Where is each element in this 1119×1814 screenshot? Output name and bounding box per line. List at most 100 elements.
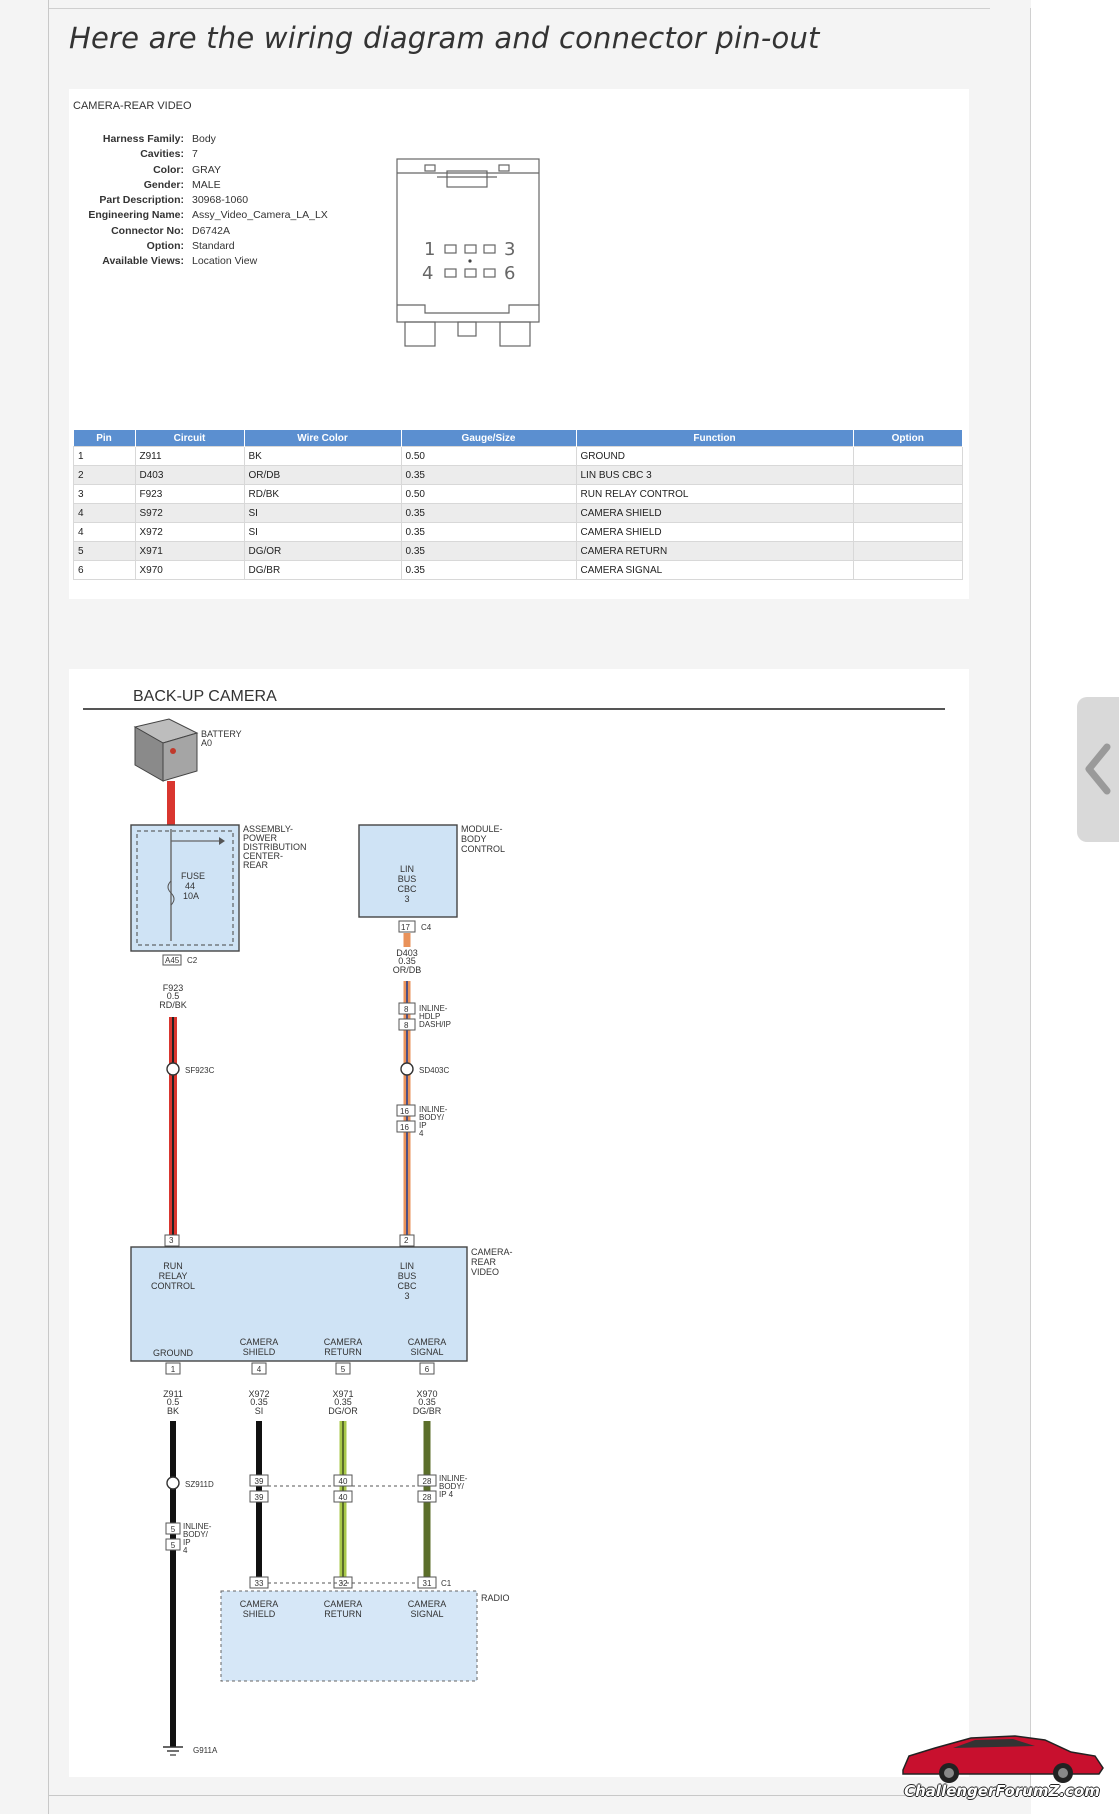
pdc-pin: A45: [165, 956, 180, 965]
pin-box: [396, 1120, 416, 1133]
radio-connector: C1: [441, 1579, 452, 1588]
fuse-rating: 10A: [183, 891, 199, 901]
splice-icon: [400, 1062, 414, 1076]
info-label: Available Views:: [102, 255, 184, 268]
splice-label: SF923C: [185, 1066, 215, 1075]
camera-label: REAR: [471, 1257, 497, 1267]
pin-box: [399, 1234, 415, 1247]
info-value: Body: [192, 133, 216, 145]
cell-pin: 6: [73, 560, 136, 580]
inline-label: DASH/IP: [419, 1020, 451, 1029]
camera-inner-label: 3: [404, 1291, 409, 1301]
inline-pin: 39: [255, 1493, 264, 1502]
pin-box: [417, 1576, 437, 1589]
camera-label: CAMERA-: [471, 1247, 513, 1257]
info-value: 7: [192, 148, 198, 161]
info-value: Location View: [192, 255, 258, 268]
inline-pin: 39: [255, 1477, 264, 1486]
camera-inner-label: CAMERA: [408, 1337, 447, 1347]
pin-box: [417, 1490, 437, 1503]
ground-label: G911A: [193, 1746, 218, 1755]
wire-id: X970: [416, 1389, 437, 1399]
cell-function: LIN BUS CBC 3: [575, 465, 854, 485]
cell-pin: 4: [73, 522, 136, 542]
cell-circuit: Z911: [134, 446, 245, 466]
camera-pin: 2: [404, 1236, 409, 1245]
cell-wire: DG/OR: [243, 541, 402, 561]
right-column: [990, 8, 1031, 1794]
outer-margin: [1031, 0, 1119, 1814]
radio-inner-label: SHIELD: [243, 1609, 276, 1619]
post-heading: Here are the wiring diagram and connecto…: [69, 21, 820, 55]
page-left-rule: [48, 0, 49, 1814]
radio-inner-label: CAMERA: [408, 1599, 447, 1609]
inline-pin: 16: [400, 1123, 409, 1132]
fuse-icon: [167, 880, 175, 906]
connector-info-list: Harness Family:Body Cavities:7 Color:GRA…: [73, 132, 328, 270]
wire-id: X972: [248, 1389, 269, 1399]
info-row: Harness Family:Body: [73, 132, 328, 147]
pin-box: [396, 1104, 416, 1117]
pdc-label: POWER: [243, 833, 278, 843]
cell-wire: DG/BR: [243, 560, 402, 580]
connector-face-drawing: 1 3 4 6: [396, 158, 540, 347]
cell-option: [852, 541, 963, 561]
radio-pin: 31: [423, 1579, 432, 1588]
chevron-left-icon[interactable]: [1077, 697, 1119, 842]
col-header: Wire Color: [244, 430, 402, 447]
cell-function: CAMERA SHIELD: [575, 503, 854, 523]
pin-box: [398, 1002, 416, 1015]
inline-label: 4: [183, 1546, 188, 1555]
inline-pin: 8: [404, 1021, 409, 1030]
col-header: Pin: [73, 430, 136, 447]
wire-id: X971: [332, 1389, 353, 1399]
info-label: Gender:: [143, 178, 184, 191]
camera-inner-label: RETURN: [324, 1347, 362, 1357]
cell-function: GROUND: [575, 446, 854, 466]
camera-inner-label: SIGNAL: [410, 1347, 443, 1357]
pdc-label: CENTER-: [243, 851, 283, 861]
radio-pin: 33: [255, 1579, 264, 1588]
col-header: Option: [853, 430, 963, 447]
cell-option: [852, 503, 963, 523]
splice-label: SZ911D: [185, 1480, 214, 1489]
cell-option: [852, 446, 963, 466]
radio-label: RADIO: [481, 1593, 510, 1603]
info-row: Part Description:30968-1060: [73, 193, 328, 208]
pin-box: [333, 1490, 353, 1503]
pin-label-4: 4: [422, 263, 433, 284]
cell-pin: 5: [73, 541, 136, 561]
inline-pin: 40: [339, 1477, 348, 1486]
side-tab-handle[interactable]: [1077, 697, 1119, 842]
inline-pin: 16: [400, 1107, 409, 1116]
inline-label: BODY/: [439, 1482, 465, 1491]
cell-circuit: D403: [134, 465, 245, 485]
info-row: Option:Standard: [73, 239, 328, 254]
wiring-diagram-image: BACK-UP CAMERA BATTERY A0: [69, 669, 969, 1777]
cell-gauge: 0.35: [400, 522, 577, 542]
info-row: Cavities:7: [73, 147, 328, 162]
inline-label: IP 4: [439, 1490, 454, 1499]
pdc-connector: C2: [187, 956, 198, 965]
inline-label: BODY/: [419, 1113, 445, 1122]
camera-inner-label: SHIELD: [243, 1347, 276, 1357]
pin-box: [164, 1234, 180, 1247]
info-row: Color:GRAY: [73, 163, 328, 178]
cell-circuit: F923: [134, 484, 245, 504]
info-label: Connector No:: [111, 224, 184, 237]
inline-label: BODY/: [183, 1530, 209, 1539]
camera-inner-label: RELAY: [159, 1271, 188, 1281]
pin-box: [398, 1018, 416, 1031]
camera-inner-label: CBC: [397, 1281, 417, 1291]
inline-label: INLINE-: [183, 1522, 212, 1531]
fuse-number: 44: [185, 881, 195, 891]
cell-option: [852, 560, 963, 580]
pin-box: [335, 1362, 351, 1375]
cell-function: CAMERA RETURN: [575, 541, 854, 561]
inline-label: IP: [419, 1121, 427, 1130]
bcm-label: BODY: [461, 834, 487, 844]
wire-gauge: 0.5: [167, 1397, 180, 1407]
